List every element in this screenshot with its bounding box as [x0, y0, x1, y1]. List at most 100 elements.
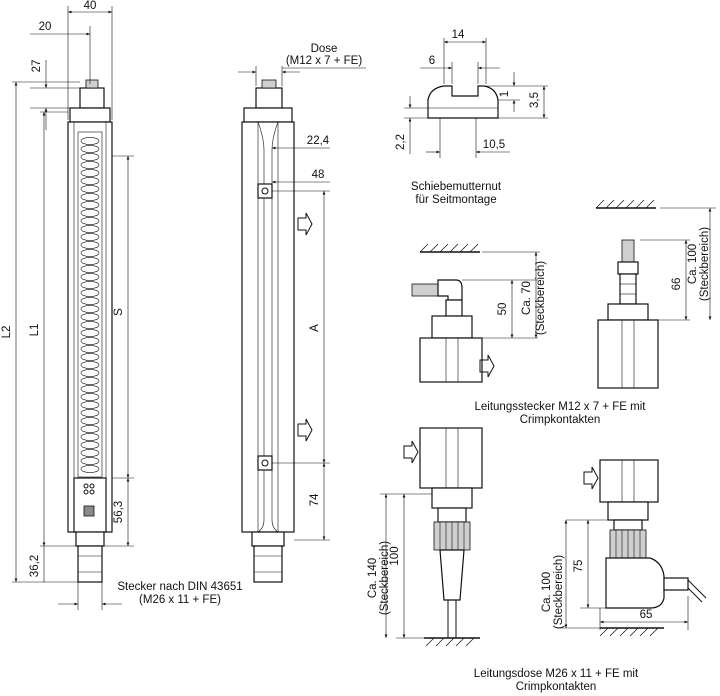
dim-56-3: 56,3: [113, 501, 125, 523]
dim-ca-100-socket: Ca. 100: [541, 572, 553, 612]
slot-nut-label-line2: für Seitmontage: [415, 194, 496, 206]
lens: [80, 177, 100, 185]
housing-front: [67, 121, 113, 533]
dim-27: 27: [31, 60, 43, 73]
angled-plug-socket: [445, 299, 463, 317]
stecker-label-line1: Stecker nach DIN 43651: [117, 581, 242, 593]
lens: [80, 393, 100, 401]
dim-74: 74: [309, 493, 321, 506]
lens: [80, 217, 100, 225]
angled-socket-outlet: [663, 577, 689, 591]
lens: [80, 465, 100, 473]
dim-ca-70: Ca. 70: [521, 281, 533, 315]
straight-housing: [597, 319, 659, 389]
lens: [80, 281, 100, 289]
lens: [80, 297, 100, 305]
lens: [80, 361, 100, 369]
dim-ca-100: Ca. 100: [687, 244, 699, 284]
top-connector-cap: [85, 79, 99, 89]
dim-L1: L1: [29, 324, 41, 337]
mounting-nut-bottom: [257, 455, 273, 471]
beam-arrow-top: [297, 212, 313, 236]
side-view: Dose (M12 x 7 + FE) 22,4 48 A 74: [238, 43, 366, 583]
angled-socket-housing: [599, 459, 659, 503]
lens: [80, 201, 100, 209]
straight-plug-cable: [621, 239, 635, 263]
socket-housing: [419, 427, 483, 489]
stecker-label-line2: (M26 x 11 + FE): [139, 594, 221, 606]
straight-plug-assembly: 66 Ca. 100 (Steckbereich): [595, 199, 716, 389]
lens: [80, 441, 100, 449]
dim-ca-100-sub: (Steckbereich): [699, 227, 711, 301]
lens: [80, 225, 100, 233]
straight-plug-nut: [617, 261, 639, 275]
dose-label-line2: (M12 x 7 + FE): [286, 55, 363, 67]
lens: [80, 257, 100, 265]
dim-2-2: 2,2: [395, 134, 407, 150]
dim-40: 40: [84, 0, 97, 12]
mounting-nut-top: [257, 183, 273, 199]
dim-14: 14: [452, 29, 465, 41]
lens: [80, 417, 100, 425]
lens: [80, 153, 100, 161]
lens: [80, 369, 100, 377]
lens: [80, 337, 100, 345]
lens: [80, 209, 100, 217]
lens: [80, 305, 100, 313]
socket-plug-upper: [437, 507, 467, 523]
leitstecker-label-line1: Leitungsstecker M12 x 7 + FE mit: [475, 401, 647, 413]
dim-ca-70-sub: (Steckbereich): [535, 261, 547, 335]
lens: [80, 169, 100, 177]
lens: [80, 193, 100, 201]
angled-housing-cap: [431, 315, 473, 339]
dim-65: 65: [640, 609, 653, 621]
lens: [80, 265, 100, 273]
straight-socket-assembly: 100 Ca. 140 (Steckbereich): [367, 427, 483, 647]
dim-22-4: 22,4: [307, 135, 330, 147]
dim-6: 6: [429, 55, 435, 67]
lens: [80, 401, 100, 409]
straight-plug-body: [619, 273, 637, 305]
angled-housing: [419, 337, 483, 383]
lens: [80, 273, 100, 281]
dose-label-line1: Dose: [311, 43, 338, 55]
top-connector: [79, 87, 105, 109]
socket-beam-arrow: [403, 440, 419, 464]
dim-48: 48: [312, 169, 325, 181]
lens: [80, 249, 100, 257]
lens: [80, 289, 100, 297]
lens: [80, 145, 100, 153]
angled-plug-assembly: 50 Ca. 70 (Steckbereich): [411, 243, 547, 383]
slot-nut-label-line1: Schiebemutternut: [411, 181, 502, 193]
dim-75: 75: [573, 560, 585, 573]
dim-10-5: 10,5: [483, 139, 505, 151]
lens: [80, 377, 100, 385]
dim-20: 20: [39, 21, 52, 33]
side-bottom-plug-upper: [251, 531, 285, 547]
leitstecker-label-line2: Crimpkontakten: [520, 414, 601, 426]
angled-socket-cap: [607, 501, 649, 521]
side-top-connector-cap: [261, 79, 277, 89]
lens: [80, 241, 100, 249]
lens-array: [80, 137, 100, 473]
angled-socket-beam-arrow: [583, 466, 599, 490]
dim-66: 66: [671, 278, 683, 291]
dim-ca-140-sub: (Steckbereich): [379, 541, 391, 615]
lens: [80, 185, 100, 193]
dim-A: A: [309, 324, 321, 332]
angled-socket-assembly: 75 Ca. 100 (Steckbereich) 65: [541, 459, 707, 637]
lens: [80, 161, 100, 169]
dim-3-5: 3,5: [529, 92, 541, 108]
lens: [80, 313, 100, 321]
side-top-connector: [255, 87, 283, 109]
dim-S: S: [113, 308, 125, 316]
lens: [80, 329, 100, 337]
dim-ca-140: Ca. 140: [367, 558, 379, 598]
dim-L2: L2: [1, 326, 13, 339]
dim-ca-100-socket-sub: (Steckbereich): [553, 555, 565, 629]
lens: [80, 321, 100, 329]
lens: [80, 409, 100, 417]
dim-50: 50: [497, 303, 509, 316]
socket-strain-relief: [439, 549, 465, 601]
bottom-plug: [77, 545, 103, 583]
